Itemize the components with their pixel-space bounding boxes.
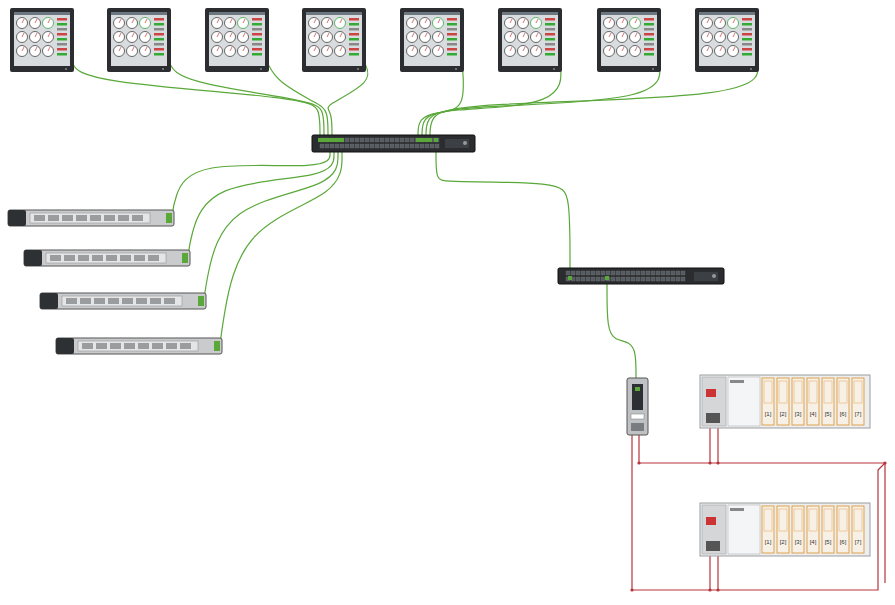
hmi-panel — [695, 8, 759, 72]
network-adapter — [627, 378, 648, 435]
slot-number: [7] — [855, 539, 862, 546]
slot-number: [2] — [780, 411, 787, 418]
hmi-panel — [107, 8, 171, 72]
slot-number: [5] — [825, 539, 832, 546]
slot-number: [6] — [840, 411, 847, 418]
slot-number: [2] — [780, 539, 787, 546]
hmi-panel — [400, 8, 464, 72]
slot-number: [1] — [765, 539, 772, 546]
slot-number: [3] — [795, 411, 802, 418]
slot-number: [3] — [795, 539, 802, 546]
network-wiring — [630, 428, 886, 592]
ethernet-cables — [72, 62, 758, 378]
rack-server — [24, 250, 190, 266]
slot-number: [1] — [765, 411, 772, 418]
slot-number: [5] — [825, 411, 832, 418]
hmi-panel — [302, 8, 366, 72]
hmi-panel — [205, 8, 269, 72]
slot-number: [6] — [840, 539, 847, 546]
hmi-panel — [498, 8, 562, 72]
rack-server — [40, 293, 206, 309]
slot-number: [4] — [810, 411, 817, 418]
slot-number: [4] — [810, 539, 817, 546]
slot-number: [7] — [855, 411, 862, 418]
network-switch — [312, 135, 475, 152]
hmi-panel — [597, 8, 661, 72]
plc-rack — [700, 503, 870, 556]
rack-server — [56, 338, 222, 354]
network-switch — [558, 268, 724, 284]
rack-server — [8, 210, 174, 226]
plc-rack — [700, 375, 870, 428]
hmi-panel — [10, 8, 74, 72]
